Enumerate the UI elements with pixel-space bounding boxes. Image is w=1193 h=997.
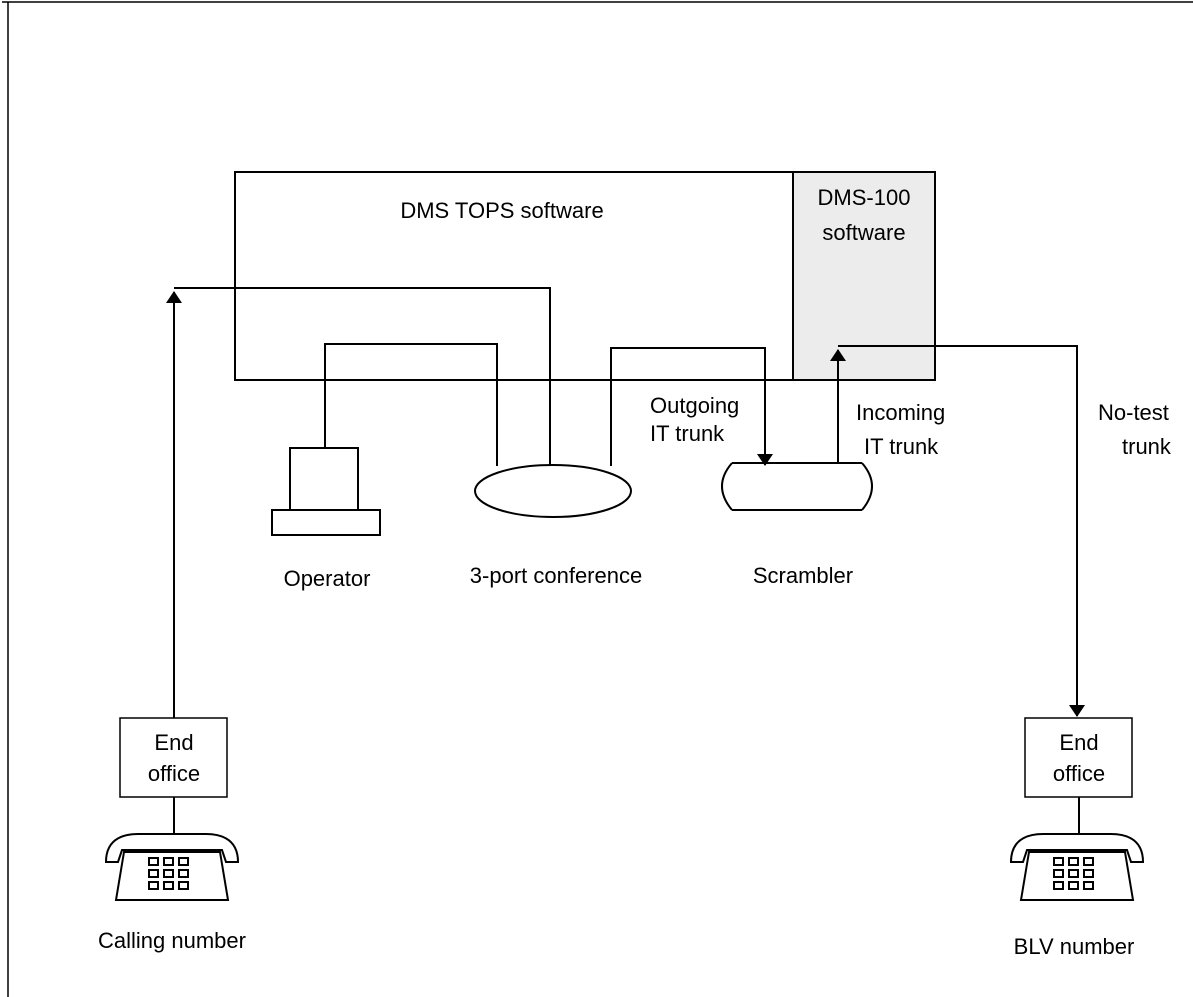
outgoing-trunk-label-line1: Outgoing: [650, 393, 739, 418]
operator-terminal-icon: [271, 447, 381, 536]
conference-bridge-icon: [474, 464, 632, 518]
operator-label: Operator: [284, 566, 371, 591]
dms100-label-line2: software: [822, 220, 905, 245]
conference-label: 3-port conference: [470, 563, 642, 588]
outgoing-trunk-label-line2: IT trunk: [650, 421, 725, 446]
end-office-right-box: [1024, 717, 1133, 798]
telephone-icon: [104, 833, 240, 901]
telephone-icon: [1009, 833, 1145, 901]
end-office-left-label-line2: office: [148, 761, 200, 786]
end-office-right-label-line2: office: [1053, 761, 1105, 786]
end-office-right-label-line1: End: [1059, 730, 1098, 755]
no-test-trunk-line: [838, 345, 1085, 717]
calling-to-conference-line: [174, 287, 551, 466]
incoming-trunk-label-line2: IT trunk: [864, 434, 939, 459]
incoming-trunk-label-line1: Incoming: [856, 400, 945, 425]
dms-tops-label: DMS TOPS software: [400, 198, 603, 223]
end-office-left-label-line1: End: [154, 730, 193, 755]
no-test-trunk-label-line2: trunk: [1122, 434, 1172, 459]
end-office-left-box: [119, 717, 228, 798]
calling-number-label: Calling number: [98, 928, 246, 953]
dms100-label-line1: DMS-100: [818, 185, 911, 210]
blv-number-label: BLV number: [1014, 934, 1135, 959]
outgoing-it-trunk-line: [610, 347, 773, 466]
scrambler-label: Scrambler: [753, 563, 853, 588]
operator-to-conference-line: [324, 343, 498, 466]
no-test-trunk-label-line1: No-test: [1098, 400, 1169, 425]
dms-tops-software-box: [234, 171, 794, 381]
scrambler-icon: [721, 462, 873, 511]
